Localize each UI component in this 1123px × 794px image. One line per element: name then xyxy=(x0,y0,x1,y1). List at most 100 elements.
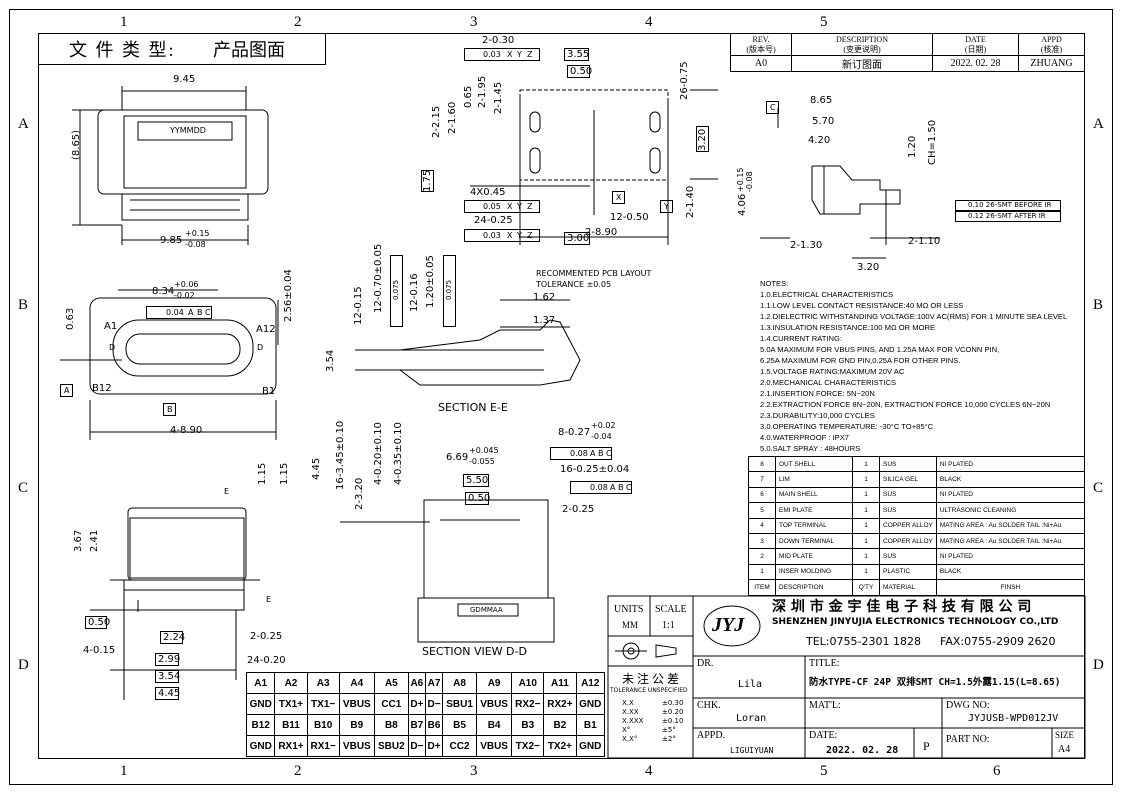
dim-side-865: 8.65 xyxy=(810,95,833,106)
d-tol-2-a: A xyxy=(610,483,616,492)
d-tol-1-b: B xyxy=(598,449,604,458)
label-b12: B12 xyxy=(92,383,112,394)
label-b1: B1 xyxy=(262,386,276,397)
pcb-355: 3.55 xyxy=(567,49,590,60)
scale-label: SCALE xyxy=(655,604,687,615)
d-tol-1-val: 0.08 xyxy=(570,449,588,458)
zone-col-3-bottom: 3 xyxy=(470,763,478,779)
dim-pcb-2-215: 2-2.15 xyxy=(431,105,442,138)
notes-block: NOTES: 1.0.ELECTRICAL CHARACTERISTICS 1.… xyxy=(760,278,1067,454)
doc-type-label: 文 件 类 型: xyxy=(69,40,176,60)
note-line: NOTES: xyxy=(760,279,789,288)
dim-e-12-015: 12-0.15 xyxy=(353,286,364,325)
chk-label: CHK. xyxy=(697,700,721,711)
b-299: 2.99 xyxy=(158,654,181,665)
dim-d-8-027p: +0.02 xyxy=(591,421,616,430)
zone-row-b: B xyxy=(18,297,29,313)
smt-1: 0.10 26-SMT BEFORE IR xyxy=(968,201,1052,209)
label-e-top: E xyxy=(224,487,230,496)
label-a1: A1 xyxy=(104,321,118,332)
pcb-caption-2: TOLERANCE ±0.05 xyxy=(536,280,612,289)
dim-side-2-110: 2-1.10 xyxy=(908,236,941,247)
pcb-tol-3-y: Y xyxy=(517,231,522,240)
note-line: 2.0.MECHANICAL CHARACTERISTICS xyxy=(760,378,897,387)
dim-pcb-065: 0.65 xyxy=(463,85,474,108)
b-354: 3.54 xyxy=(158,671,181,682)
note-line: 5.0.SALT SPRAY : 48HOURS xyxy=(760,444,861,453)
dim-side-406: 4.06 xyxy=(737,193,748,216)
smt-box-1: 0.10 26-SMT BEFORE IR xyxy=(955,200,1061,211)
pcb-layout-view xyxy=(470,89,718,245)
zone-col-4: 4 xyxy=(645,14,653,30)
dr-label: DR. xyxy=(697,658,714,669)
d-tol-2-val: 0.08 xyxy=(590,483,608,492)
dim-d-2-320: 2-3.20 xyxy=(354,477,365,510)
company-name-cn: 深 圳 市 金 宇 佳 电 子 科 技 有 限 公 司 xyxy=(772,599,1032,615)
note-line: 1.0.ELECTRICAL CHARACTERISTICS xyxy=(760,290,894,299)
appd-label: APPD. xyxy=(697,730,726,741)
section-e-caption: SECTION E-E xyxy=(438,401,508,414)
e-tol-1: 0.075 xyxy=(390,255,403,327)
pcb-tol-1: 0.03 X Y Z xyxy=(464,48,540,61)
pcb-050: 0.50 xyxy=(570,66,593,77)
dim-top-width: 9.45 xyxy=(173,74,196,85)
pcb-175: 1.75 xyxy=(422,169,433,192)
pcb-y-box: Y xyxy=(660,200,673,213)
zone-row-d-right: D xyxy=(1093,657,1104,673)
d-tol-2-b: B xyxy=(618,483,624,492)
pcb-x: X xyxy=(616,193,622,202)
e-tol-2-val: 0.075 xyxy=(445,279,453,300)
title-label: TITLE: xyxy=(809,658,840,669)
dim-front-left: 0.63 xyxy=(65,307,76,330)
pcb-tol-1-y: Y xyxy=(517,50,522,59)
dim-b-2-025: 2-0.25 xyxy=(250,631,283,642)
dim-pitch: 4-8.90 xyxy=(170,425,203,436)
pcb-tol-2-val: 0.05 xyxy=(483,202,501,211)
pcb-tol-1-val: 0.03 xyxy=(483,50,501,59)
side-datum-c: C xyxy=(766,101,779,114)
company-name-en: SHENZHEN JINYUJIA ELECTRONICS TECHNOLOGY… xyxy=(772,617,1059,627)
appd-value: LIGUIYUAN xyxy=(730,746,774,755)
box-b-354: 3.54 xyxy=(155,670,181,683)
box-b-445: 4.45 xyxy=(155,687,180,700)
dim-front-height: 2.56±0.04 xyxy=(283,269,294,322)
dim-pcb-4x045: 4X0.45 xyxy=(470,187,506,198)
dwg-value: JYJUSB-WPD012JV xyxy=(968,713,1059,724)
dim-side-height: (8.65) xyxy=(71,129,82,160)
box-pcb-300: 3.00 xyxy=(564,232,590,245)
dim-b-24-020: 24-0.20 xyxy=(247,655,286,666)
zone-col-1-bottom: 1 xyxy=(120,763,128,779)
e-tol-1-val: 0.075 xyxy=(392,279,400,300)
datum-b: B xyxy=(167,405,173,414)
pcb-300: 3.00 xyxy=(567,233,590,244)
b-050: 0.50 xyxy=(88,617,111,628)
zone-col-5-bottom: 5 xyxy=(820,763,828,779)
zone-row-d: D xyxy=(18,657,29,673)
smt-box-2: 0.12 26-SMT AFTER IR xyxy=(955,211,1061,222)
note-line: 5.0A MAXIMUM FOR VBUS PINS, AND 1.25A MA… xyxy=(760,345,1000,354)
dim-b-367: 3.67 xyxy=(73,529,84,552)
mat-label: MAT'L: xyxy=(809,700,841,711)
dim-bottom-width: 9.85 xyxy=(160,235,183,246)
dim-side-2-130: 2-1.30 xyxy=(790,240,823,251)
dim-side-406p: +0.15 xyxy=(736,167,745,192)
pcb-tol-3-z: Z xyxy=(527,231,533,240)
scale-value: 1:1 xyxy=(662,620,675,631)
datum-a: A xyxy=(64,386,70,395)
label-e-bottom: E xyxy=(266,595,272,604)
zone-col-3: 3 xyxy=(470,14,478,30)
title-value: 防水TYPE-CF 24P 双排SMT CH=1.5外露1.15(L=8.65) xyxy=(809,677,1061,688)
pcb-tol-2-y: Y xyxy=(517,202,522,211)
size-value: A4 xyxy=(1058,744,1071,755)
label-d-right: D xyxy=(257,343,264,352)
dim-d-4-020: 4-0.20±0.10 xyxy=(373,422,384,485)
bottom-view xyxy=(90,507,260,700)
note-line: 2.1.INSERTION FORCE: 5N~20N xyxy=(760,389,875,398)
chk-value: Loran xyxy=(736,713,767,724)
note-line: 1.3.INSULATION RESISTANCE:100 MΩ OR MORE xyxy=(760,323,936,332)
pcb-tol-3-val: 0.03 xyxy=(483,231,501,240)
